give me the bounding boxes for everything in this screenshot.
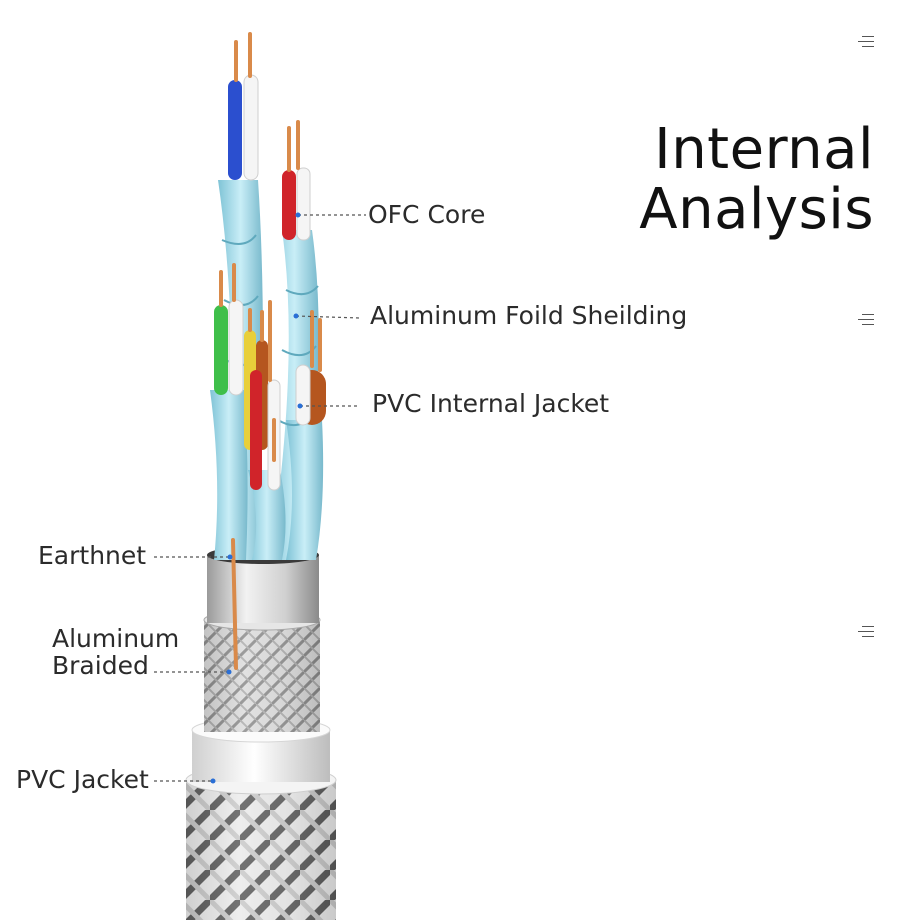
label-aluminum-braided-line1: Aluminum — [52, 624, 180, 653]
label-earthnet: Earthnet — [38, 541, 147, 570]
label-aluminum-braided-line2: Braided — [52, 651, 149, 680]
leader-lines — [154, 214, 366, 782]
title-line-1: Internal — [654, 117, 874, 182]
corner-mark-icon — [858, 314, 874, 326]
pvc-jacket-body — [185, 765, 337, 920]
label-ofc-core: OFC Core — [368, 200, 486, 229]
label-aluminum-braided: Aluminum Braided — [52, 625, 179, 679]
aluminum-braid — [203, 609, 321, 732]
label-pvc-internal-jacket: PVC Internal Jacket — [372, 389, 610, 418]
label-pvc-jacket: PVC Jacket — [16, 765, 149, 794]
copper-conductors — [219, 32, 322, 670]
title-line-2: Analysis — [639, 177, 874, 242]
corner-mark-icon — [858, 626, 874, 638]
insulated-wires — [214, 74, 326, 491]
page-title: Internal Analysis — [639, 120, 874, 240]
label-aluminum-foil-shielding: Aluminum Foild Sheilding — [370, 301, 688, 330]
leader-dots — [210, 212, 303, 784]
corner-mark-icon — [858, 36, 874, 48]
